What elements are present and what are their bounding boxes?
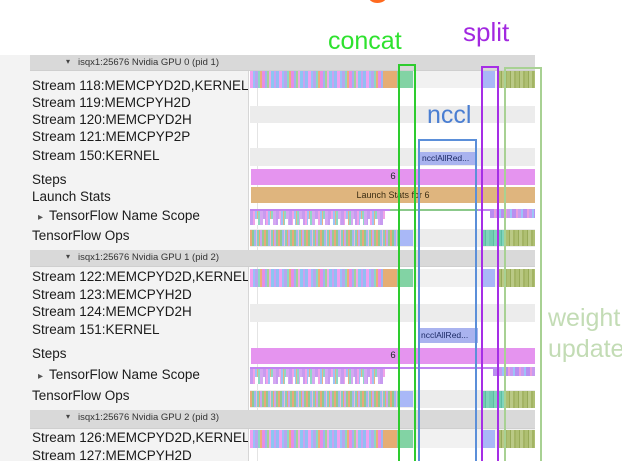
gpu0-ops-event-blue[interactable] [400, 230, 413, 246]
nccl-annotation: nccl [427, 101, 472, 129]
gpu2-split-event[interactable] [482, 430, 495, 448]
row-label[interactable]: Steps [32, 173, 67, 187]
gpu0-concat-event[interactable] [397, 71, 413, 88]
gpu0-name-scope-comb[interactable] [250, 211, 385, 225]
gpu1-name-scope-line[interactable] [250, 367, 535, 369]
gpu2-concat-event[interactable] [397, 430, 413, 448]
gpu1-name-scope-comb[interactable] [250, 369, 385, 384]
nccl-box [418, 139, 477, 461]
gpu0-split-event[interactable] [482, 71, 495, 88]
row-label[interactable]: Stream 124:MEMCPYD2H [32, 305, 192, 319]
gpu0-weight-update-event[interactable] [498, 71, 535, 88]
collapse-triangle-icon[interactable]: ▾ [66, 252, 71, 261]
gpu1-nccl-allreduce-bar[interactable]: ncclAllRed... [418, 328, 478, 343]
gpu1-ops-event-olive[interactable] [506, 391, 535, 408]
gpu0-name-scope-bar[interactable] [490, 209, 535, 218]
gpu1-steps-bar[interactable]: 6 [251, 348, 535, 364]
row-label[interactable]: Stream 120:MEMCPYD2H [32, 113, 192, 127]
gpu0-ops-comb[interactable] [250, 230, 400, 246]
clipped-orange-glyph [369, 0, 386, 3]
gpu2-stream126-activity[interactable] [250, 430, 383, 448]
concat-annotation: concat [328, 27, 402, 55]
gpu1-ops-event-teal[interactable] [481, 391, 506, 408]
gpu-section-header[interactable]: ▾ isqx1:25676 Nvidia GPU 1 (pid 2) [30, 250, 535, 267]
gpu0-ops-event-teal[interactable] [481, 230, 506, 246]
gpu1-ops-comb[interactable] [250, 391, 400, 407]
gpu1-concat-event[interactable] [397, 269, 413, 287]
gpu1-name-scope-bar[interactable] [493, 367, 535, 376]
gpu0-memcpy-event[interactable] [383, 71, 397, 88]
row-label[interactable]: Launch Stats [32, 190, 111, 204]
row-label[interactable]: TensorFlow Ops [32, 229, 130, 243]
row-label[interactable]: Stream 150:KERNEL [32, 149, 160, 163]
gpu1-ops-event-blue[interactable] [400, 391, 413, 407]
gpu0-stream118-activity[interactable] [250, 71, 383, 88]
concat-box [398, 64, 416, 461]
row-label[interactable]: Stream 121:MEMCPYP2P [32, 130, 191, 144]
weight-update-annotation: weight update [548, 303, 622, 365]
timeline-row-background [250, 304, 535, 322]
weight-update-line2: update [548, 335, 622, 363]
row-label[interactable]: Stream 118:MEMCPYD2D,KERNEL,ME [32, 79, 248, 93]
gpu-section-header[interactable]: ▾ isqx1:25676 Nvidia GPU 2 (pid 3) [30, 410, 535, 429]
expand-triangle-icon[interactable]: ▸ [38, 212, 44, 223]
weight-update-box [504, 67, 542, 461]
gpu0-name-scope-line-2[interactable] [390, 209, 478, 211]
row-label[interactable]: Stream 119:MEMCPYH2D [32, 96, 191, 110]
gpu1-stream122-activity[interactable] [250, 269, 383, 287]
row-label[interactable]: Stream 151:KERNEL [32, 323, 160, 337]
row-label[interactable]: Stream 122:MEMCPYD2D,KERNEL,MI [32, 270, 248, 284]
collapse-triangle-icon[interactable]: ▾ [66, 57, 71, 66]
weight-update-line1: weight [548, 304, 621, 332]
gpu-section-title: isqx1:25676 Nvidia GPU 0 (pid 1) [78, 57, 219, 68]
row-label[interactable]: Stream 126:MEMCPYD2D,KERNEL,MI [32, 431, 248, 445]
row-label[interactable]: Stream 123:MEMCPYH2D [32, 288, 192, 302]
row-label[interactable]: Steps [32, 347, 67, 361]
gpu1-memcpy-event[interactable] [383, 269, 397, 287]
split-annotation: split [463, 17, 510, 47]
row-label[interactable]: TensorFlow Ops [32, 389, 130, 403]
gpu0-nccl-allreduce-bar[interactable]: ncclAllRed... [419, 152, 477, 165]
gpu0-name-scope-line[interactable] [250, 209, 390, 211]
collapse-triangle-icon[interactable]: ▾ [66, 412, 71, 421]
gpu-section-header[interactable]: ▾ isqx1:25676 Nvidia GPU 0 (pid 1) [30, 55, 535, 71]
timeline-row-background [250, 106, 535, 123]
gpu0-steps-bar[interactable]: 6 [251, 169, 535, 185]
row-label[interactable]: ▸TensorFlow Name Scope [38, 368, 200, 382]
gpu-section-title: isqx1:25676 Nvidia GPU 1 (pid 2) [78, 252, 219, 263]
row-label[interactable]: ▸TensorFlow Name Scope [38, 209, 200, 223]
gpu-section-title: isqx1:25676 Nvidia GPU 2 (pid 3) [78, 412, 219, 423]
gpu2-weight-update-event[interactable] [498, 430, 535, 448]
row-label[interactable]: Stream 127:MEMCPYH2D [32, 449, 192, 461]
gpu1-weight-update-event[interactable] [498, 269, 535, 287]
gpu1-split-event[interactable] [482, 269, 495, 287]
split-box [481, 66, 499, 461]
gpu0-ops-event-olive[interactable] [506, 230, 535, 246]
gpu2-memcpy-event[interactable] [383, 430, 397, 448]
expand-triangle-icon[interactable]: ▸ [38, 371, 44, 382]
gpu0-launch-stats-bar[interactable]: Launch Stats for 6 [251, 187, 535, 203]
